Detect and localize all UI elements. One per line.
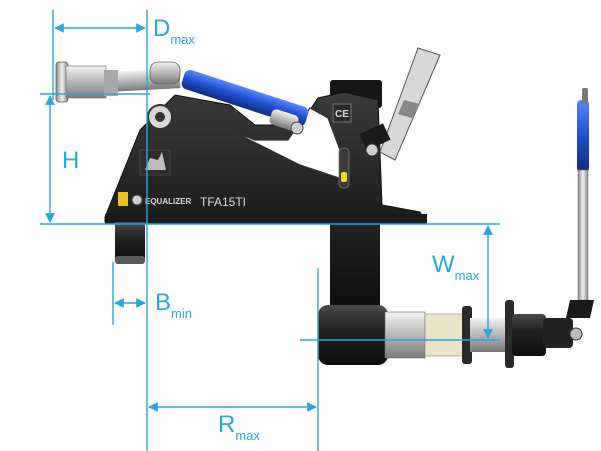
blue-actuator — [181, 69, 309, 135]
tool-illustration: EQUALIZER TFA15TI CE — [55, 47, 594, 368]
label-w: Wmax — [432, 251, 480, 283]
label-w-sub: max — [455, 268, 480, 283]
upper-jaw-arm — [109, 61, 181, 130]
model-label: TFA15TI — [200, 195, 246, 209]
label-d: Dmax — [153, 15, 195, 47]
label-d-main: D — [153, 15, 170, 42]
label-b-main: B — [155, 289, 171, 316]
ce-mark: CE — [335, 109, 349, 120]
brand-label: EQUALIZER — [145, 197, 191, 206]
label-r-sub: max — [235, 428, 260, 443]
label-w-main: W — [432, 251, 455, 278]
pump-handle — [566, 88, 594, 318]
release-lever — [359, 47, 441, 161]
label-r: Rmax — [218, 411, 260, 443]
hydraulic-ram — [318, 300, 583, 368]
warning-sticker — [118, 192, 128, 206]
label-r-main: R — [218, 411, 235, 438]
label-graphic — [139, 149, 171, 176]
gauge-dial — [131, 194, 143, 206]
label-d-sub: max — [170, 32, 195, 47]
dimension-labels: Dmax H Bmin Wmax Rmax — [62, 15, 480, 443]
ce-badge — [332, 103, 352, 123]
upper-jaw-tip — [55, 61, 118, 103]
label-h: H — [62, 147, 79, 174]
body-base — [105, 214, 427, 224]
label-b: Bmin — [155, 289, 192, 321]
lower-jaw-tip — [115, 222, 145, 264]
dimension-annotations — [40, 10, 500, 451]
level-bubble — [341, 172, 347, 182]
label-h-main: H — [62, 147, 79, 174]
label-b-sub: min — [171, 306, 192, 321]
